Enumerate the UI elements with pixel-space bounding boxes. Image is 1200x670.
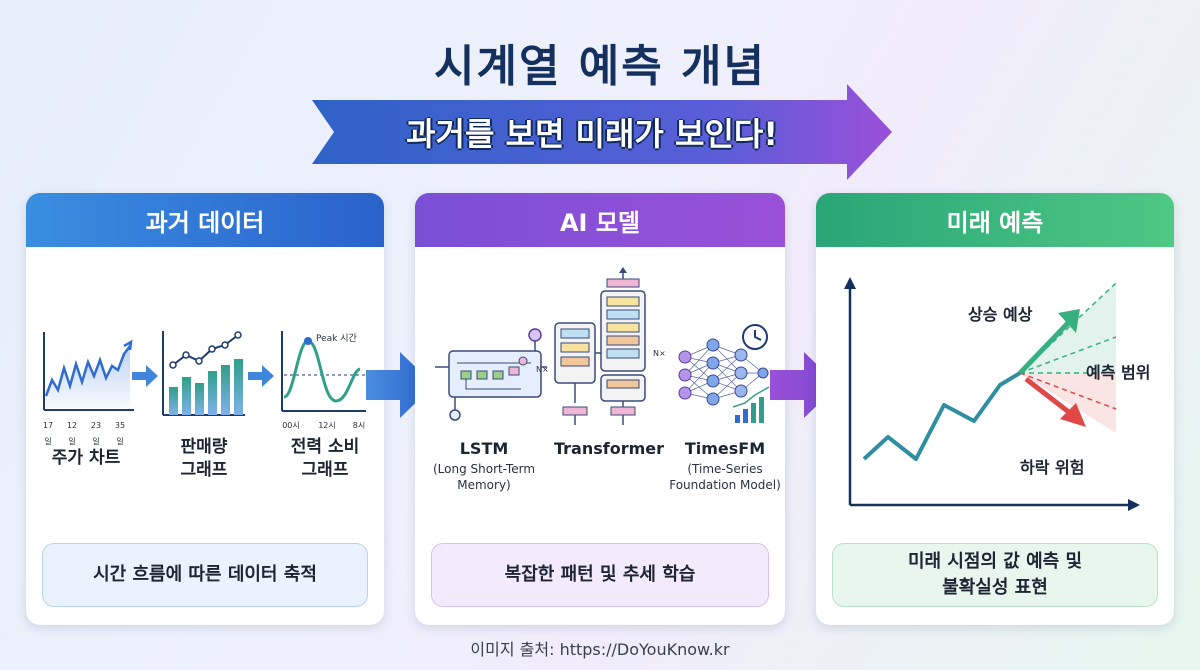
sales-graph-label-1: 판매량	[180, 437, 228, 457]
lstm-desc-2: Memory)	[457, 478, 511, 492]
future-summary-line-2: 불확실성 표현	[942, 577, 1048, 598]
timesfm-desc-2: Foundation Model)	[669, 478, 781, 492]
encoder-repeat-label: N×	[536, 365, 549, 374]
future-summary-line-1: 미래 시점의 값 예측 및	[907, 551, 1083, 572]
stock-tick-1: 17일	[42, 421, 54, 446]
power-tick-3: 8시	[352, 421, 366, 430]
stock-tick-2: 12일	[66, 421, 78, 446]
timesfm-label: TimesFM	[684, 439, 766, 458]
forecast-range-label: 예측 범위	[1086, 363, 1151, 382]
down-risk-label: 하락 위험	[1020, 458, 1085, 477]
future-prediction-header: 미래 예측	[816, 193, 1174, 247]
stock-tick-3: 23일	[90, 421, 102, 446]
forecast-chart-icon	[844, 277, 1140, 511]
past-data-summary: 시간 흐름에 따른 데이터 축적	[42, 543, 368, 607]
future-prediction-panel: 미래 예측 상승 예상 예측 범위 하락 위험 미래 시점의 값 예측 및 불확…	[816, 193, 1174, 625]
banner-arrow	[312, 84, 892, 180]
ai-model-panel: AI 모델	[415, 193, 785, 625]
image-credit: 이미지 출처: https://DoYouKnow.kr	[470, 640, 730, 659]
power-tick-1: 00시	[282, 421, 300, 430]
stock-chart-label: 주가 차트	[51, 448, 121, 468]
peak-time-label: Peak 시간	[316, 334, 357, 344]
power-tick-2: 12시	[318, 421, 336, 430]
up-forecast-label: 상승 예상	[968, 305, 1033, 324]
sales-bar-chart-icon	[162, 331, 245, 416]
banner-text: 과거를 보면 미래가 보인다!	[406, 115, 778, 153]
lstm-desc-1: (Long Short-Term	[432, 462, 536, 476]
past-data-panel: 과거 데이터 17일 12일 23일 35일 주가 차트	[26, 193, 384, 625]
past-data-header: 과거 데이터	[26, 193, 384, 247]
transformer-label: Transformer	[553, 439, 664, 458]
timesfm-desc-1: (Time-Series	[687, 462, 763, 476]
timesfm-network-icon	[678, 324, 770, 423]
stock-tick-4: 35일	[114, 421, 126, 446]
arrow-right-icon	[248, 365, 274, 387]
power-consumption-chart-icon	[281, 331, 366, 412]
arrow-right-icon	[132, 365, 158, 387]
power-graph-label-2: 그래프	[301, 460, 349, 480]
page-title: 시계열 예측 개념	[434, 41, 766, 92]
lstm-label: LSTM	[459, 439, 509, 458]
power-graph-label-1: 전력 소비	[290, 437, 360, 457]
sales-graph-label-2: 그래프	[180, 460, 228, 480]
stock-chart-icon	[43, 332, 134, 411]
future-prediction-summary: 미래 시점의 값 예측 및 불확실성 표현	[832, 543, 1158, 607]
decoder-repeat-label: N×	[653, 349, 666, 358]
ai-model-header: AI 모델	[415, 193, 785, 247]
transformer-architecture-icon	[554, 267, 646, 425]
lstm-cell-icon	[435, 328, 547, 421]
ai-model-summary: 복잡한 패턴 및 추세 학습	[431, 543, 769, 607]
